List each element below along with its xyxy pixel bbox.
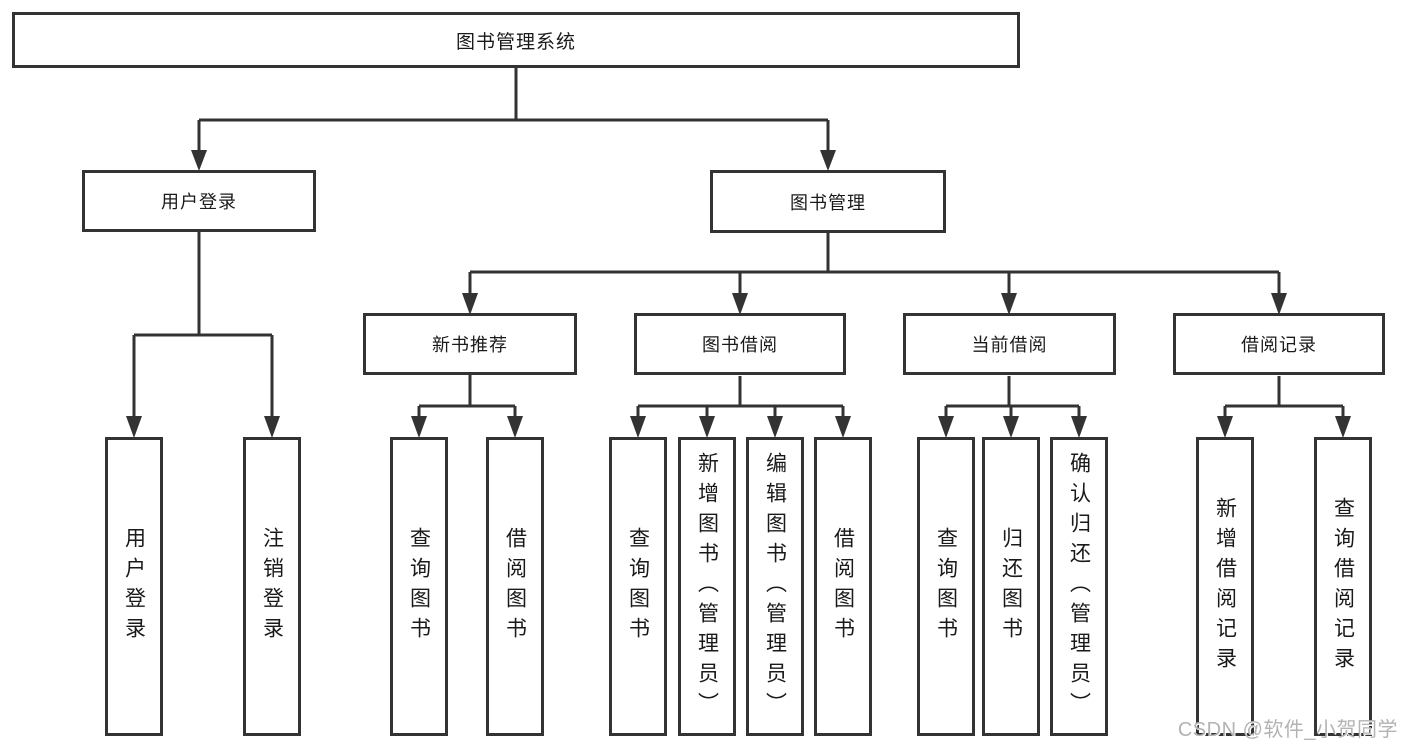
leaf-return-books-label: 归还图书	[999, 526, 1023, 647]
leaf-query-books-borrow-label: 查询图书	[626, 526, 650, 647]
node-book-management-label: 图书管理	[790, 192, 866, 213]
leaf-borrow-books-recommend: 借阅图书	[486, 437, 544, 736]
connector-user-login-to-leaves	[126, 232, 280, 438]
leaf-add-borrow-record: 新增借阅记录	[1196, 437, 1254, 736]
connector-new-book-rec-to-leaves	[411, 374, 523, 438]
node-borrowing-records: 借阅记录	[1173, 313, 1385, 375]
node-user-login-label: 用户登录	[161, 192, 237, 212]
node-new-book-recommend-label: 新书推荐	[432, 335, 508, 355]
leaf-edit-books-admin-label: 编辑图书（管理员）	[763, 451, 787, 722]
node-current-borrowing: 当前借阅	[903, 313, 1116, 375]
connector-borrow-records-to-leaves	[1217, 376, 1351, 438]
leaf-borrow-books: 借阅图书	[814, 437, 872, 736]
leaf-query-books-current: 查询图书	[917, 437, 975, 736]
leaf-borrow-books-label: 借阅图书	[831, 526, 855, 647]
leaf-query-books-current-label: 查询图书	[934, 526, 958, 647]
connector-book-mgmt-to-level3	[462, 233, 1287, 315]
leaf-user-login-label: 用户登录	[122, 526, 146, 647]
node-borrowing-records-label: 借阅记录	[1241, 335, 1317, 355]
leaf-query-books-recommend-label: 查询图书	[407, 526, 431, 647]
leaf-return-books: 归还图书	[982, 437, 1040, 736]
leaf-user-login: 用户登录	[105, 437, 163, 736]
node-book-borrowing-label: 图书借阅	[702, 335, 778, 355]
leaf-confirm-return-admin-label: 确认归还（管理员）	[1067, 451, 1091, 722]
node-user-login: 用户登录	[82, 170, 316, 232]
leaf-add-books-admin-label: 新增图书（管理员）	[695, 451, 719, 722]
node-root-system: 图书管理系统	[12, 12, 1020, 68]
leaf-logout: 注销登录	[243, 437, 301, 736]
connector-root-to-level2	[191, 68, 836, 171]
connector-book-borrow-to-leaves	[630, 376, 851, 438]
csdn-watermark: CSDN @软件_小贺同学	[1177, 719, 1398, 741]
node-root-system-label: 图书管理系统	[455, 31, 576, 53]
connector-current-borrow-to-leaves	[938, 376, 1087, 438]
leaf-query-borrow-record: 查询借阅记录	[1314, 437, 1372, 736]
leaf-query-books-recommend: 查询图书	[390, 437, 448, 736]
node-book-borrowing: 图书借阅	[634, 313, 846, 375]
node-current-borrowing-label: 当前借阅	[971, 335, 1048, 355]
leaf-borrow-books-recommend-label: 借阅图书	[503, 526, 527, 647]
leaf-query-borrow-record-label: 查询借阅记录	[1331, 496, 1355, 677]
node-new-book-recommend: 新书推荐	[363, 313, 577, 375]
leaf-confirm-return-admin: 确认归还（管理员）	[1050, 437, 1108, 736]
leaf-add-borrow-record-label: 新增借阅记录	[1213, 496, 1237, 677]
leaf-add-books-admin: 新增图书（管理员）	[678, 437, 736, 736]
node-book-management: 图书管理	[710, 170, 946, 233]
leaf-edit-books-admin: 编辑图书（管理员）	[746, 437, 804, 736]
leaf-query-books-borrow: 查询图书	[609, 437, 667, 736]
leaf-logout-label: 注销登录	[260, 526, 284, 647]
